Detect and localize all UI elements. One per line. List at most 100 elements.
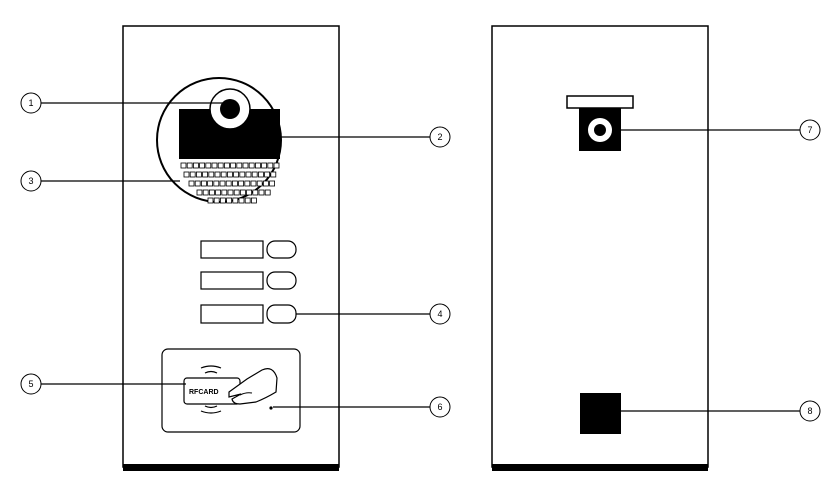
indicator-led bbox=[269, 406, 273, 410]
call-button-row-2 bbox=[200, 271, 297, 290]
speaker-hole bbox=[270, 171, 277, 178]
name-plate bbox=[200, 240, 264, 259]
speaker-hole bbox=[267, 162, 274, 169]
speaker-hole bbox=[195, 171, 202, 178]
speaker-hole bbox=[239, 171, 246, 178]
speaker-hole bbox=[242, 162, 249, 169]
speaker-hole bbox=[256, 180, 263, 187]
speaker-hole bbox=[246, 189, 253, 196]
callout-8-marker bbox=[799, 400, 821, 422]
speaker-hole bbox=[183, 171, 190, 178]
speaker-hole bbox=[199, 162, 206, 169]
speaker-hole bbox=[231, 180, 238, 187]
callout-1: 1 bbox=[20, 92, 223, 114]
speaker-hole bbox=[244, 197, 251, 204]
speaker-hole bbox=[226, 171, 233, 178]
speaker-hole bbox=[233, 189, 240, 196]
rf-wave-top-inner bbox=[204, 370, 218, 374]
speaker-hole bbox=[188, 180, 195, 187]
callout-5: 5 bbox=[20, 373, 186, 395]
speaker-hole bbox=[264, 189, 271, 196]
callout-2-number: 2 bbox=[437, 132, 442, 142]
callout-7-number: 7 bbox=[807, 125, 812, 135]
speaker-hole bbox=[227, 189, 234, 196]
speaker-hole bbox=[205, 162, 212, 169]
callout-7-marker bbox=[799, 119, 821, 141]
speaker-hole bbox=[232, 197, 239, 204]
camera-lens bbox=[220, 99, 240, 119]
speaker-hole bbox=[258, 189, 265, 196]
speaker-hole bbox=[261, 162, 268, 169]
speaker-hole bbox=[233, 171, 240, 178]
speaker-hole bbox=[251, 171, 258, 178]
rear-panel-base bbox=[492, 464, 708, 471]
call-button[interactable] bbox=[266, 240, 297, 259]
speaker-hole bbox=[208, 171, 215, 178]
name-plate bbox=[200, 304, 264, 324]
speaker-hole bbox=[269, 180, 276, 187]
speaker-hole bbox=[202, 171, 209, 178]
speaker-hole bbox=[245, 171, 252, 178]
speaker-grille bbox=[180, 162, 280, 204]
speaker-hole bbox=[239, 189, 246, 196]
mounting-bracket bbox=[566, 95, 634, 109]
call-button[interactable] bbox=[266, 271, 297, 290]
speaker-hole bbox=[211, 162, 218, 169]
speaker-hole bbox=[262, 180, 269, 187]
callouts: 1 2 3 4 5 6 7 bbox=[20, 92, 821, 422]
callout-8-number: 8 bbox=[807, 406, 812, 416]
callout-5-marker bbox=[20, 373, 42, 395]
speaker-hole bbox=[248, 162, 255, 169]
rear-panel bbox=[491, 25, 709, 471]
speaker-hole bbox=[257, 171, 264, 178]
speaker-hole bbox=[192, 162, 199, 169]
speaker-hole bbox=[207, 180, 214, 187]
speaker-hole bbox=[189, 171, 196, 178]
name-plate bbox=[200, 271, 264, 290]
rear-camera-lens bbox=[594, 124, 606, 136]
call-button[interactable] bbox=[266, 304, 297, 324]
speaker-hole bbox=[200, 180, 207, 187]
speaker-hole bbox=[202, 189, 209, 196]
callout-4: 4 bbox=[296, 303, 451, 325]
call-button-row-3 bbox=[200, 304, 297, 324]
speaker-hole bbox=[244, 180, 251, 187]
rf-wave-bottom-outer bbox=[200, 410, 222, 414]
call-button-row-1 bbox=[200, 240, 297, 259]
speaker-hole bbox=[225, 180, 232, 187]
front-panel-base bbox=[123, 464, 339, 471]
speaker-hole bbox=[254, 162, 261, 169]
speaker-hole bbox=[215, 189, 222, 196]
callout-3: 3 bbox=[20, 170, 180, 192]
speaker-hole bbox=[213, 197, 220, 204]
callout-3-marker bbox=[20, 170, 42, 192]
callout-3-number: 3 bbox=[28, 176, 33, 186]
callout-6-number: 6 bbox=[437, 402, 442, 412]
speaker-hole bbox=[208, 189, 215, 196]
speaker-hole bbox=[230, 162, 237, 169]
speaker-hole bbox=[223, 162, 230, 169]
speaker-hole bbox=[221, 189, 228, 196]
speaker-hole bbox=[217, 162, 224, 169]
speaker-hole bbox=[186, 162, 193, 169]
callout-1-number: 1 bbox=[28, 98, 33, 108]
callout-5-number: 5 bbox=[28, 379, 33, 389]
rear-connector-block bbox=[580, 393, 621, 434]
rf-wave-bottom-inner bbox=[204, 405, 218, 409]
speaker-hole bbox=[273, 162, 280, 169]
callout-6: 6 bbox=[273, 396, 451, 418]
rf-wave-top-outer bbox=[200, 365, 222, 369]
speaker-hole bbox=[238, 180, 245, 187]
hand-icon bbox=[228, 368, 278, 405]
speaker-hole bbox=[238, 197, 245, 204]
speaker-hole bbox=[214, 171, 221, 178]
speaker-hole bbox=[250, 180, 257, 187]
callout-7: 7 bbox=[621, 119, 821, 141]
speaker-hole bbox=[194, 180, 201, 187]
callout-2: 2 bbox=[254, 126, 451, 148]
rfcard-label: RFCARD bbox=[189, 389, 219, 396]
rfcard-reader: RFCARD bbox=[161, 348, 301, 433]
speaker-hole bbox=[236, 162, 243, 169]
callout-1-marker bbox=[20, 92, 42, 114]
